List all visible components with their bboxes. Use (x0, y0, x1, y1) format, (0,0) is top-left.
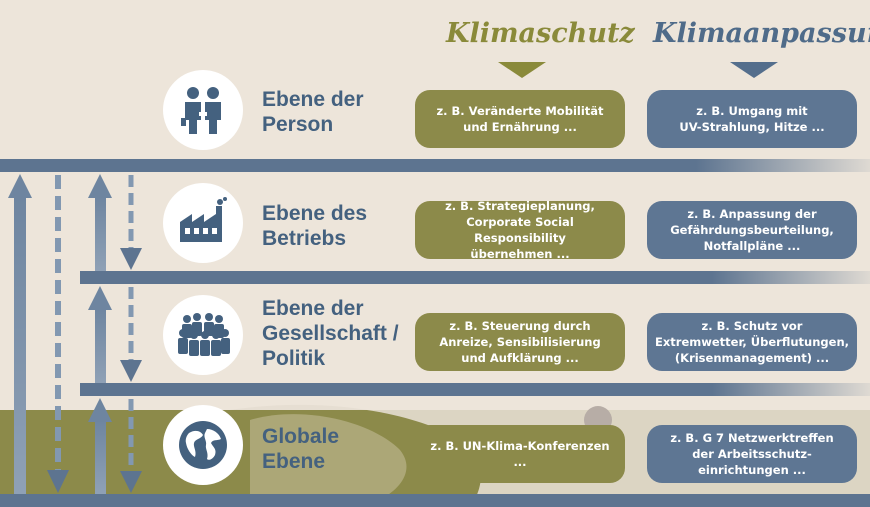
up-arrow-segment-3 (88, 398, 112, 494)
separator-bar-2 (80, 271, 870, 284)
people-handshake-icon (181, 87, 221, 134)
globe-icon (179, 421, 227, 469)
level-gesellschaft-klimaanpassung-example: z. B. Schutz vor Extremwetter, Überflutu… (647, 313, 857, 371)
level-global-label: Globale Ebene (262, 425, 340, 473)
down-arrow-segment-1 (120, 175, 142, 270)
level-person-label: Ebene der Person (262, 88, 364, 136)
level-gesellschaft-label: Ebene der Gesellschaft / Politik (262, 297, 399, 370)
level-person-icon-circle (163, 70, 243, 150)
factory-icon (180, 197, 227, 242)
level-betrieb-klimaanpassung-example: z. B. Anpassung der Gefährdungsbeurteilu… (647, 201, 857, 259)
up-arrow-segment-1 (88, 174, 112, 271)
level-betrieb-label: Ebene des Betriebs (262, 202, 368, 250)
separator-bar-3 (80, 383, 870, 396)
column-heading-klimaanpassung: Klimaanpassung (653, 18, 870, 49)
level-person-klimaanpassung-example: z. B. Umgang mit UV-Strahlung, Hitze ... (647, 90, 857, 148)
crowd-icon (178, 313, 230, 356)
triangle-down-icon (730, 62, 778, 78)
separator-bar-1 (0, 159, 870, 172)
down-arrow-segment-2 (120, 287, 142, 382)
level-global-icon-circle (163, 405, 243, 485)
column-heading-klimaschutz: Klimaschutz (446, 18, 635, 49)
up-arrow-long (8, 174, 32, 494)
separator-bar-4 (0, 494, 870, 507)
up-arrow-segment-2 (88, 286, 112, 383)
down-arrow-segment-3 (120, 399, 142, 493)
level-gesellschaft-klimaschutz-example: z. B. Steuerung durch Anreize, Sensibili… (415, 313, 625, 371)
level-global-klimaschutz-example: z. B. UN-Klima-Konferenzen ... (415, 425, 625, 483)
level-gesellschaft-icon-circle (163, 295, 243, 375)
level-person-klimaschutz-example: z. B. Veränderte Mobilität und Ernährung… (415, 90, 625, 148)
triangle-down-icon (498, 62, 546, 78)
level-betrieb-icon-circle (163, 183, 243, 263)
level-betrieb-klimaschutz-example: z. B. Strategieplanung, Corporate Social… (415, 199, 625, 261)
landmass-shape (250, 414, 407, 507)
down-arrow-long-dashed (47, 175, 69, 493)
level-global-klimaanpassung-example: z. B. G 7 Netzwerktreffen der Arbeitssch… (647, 425, 857, 483)
